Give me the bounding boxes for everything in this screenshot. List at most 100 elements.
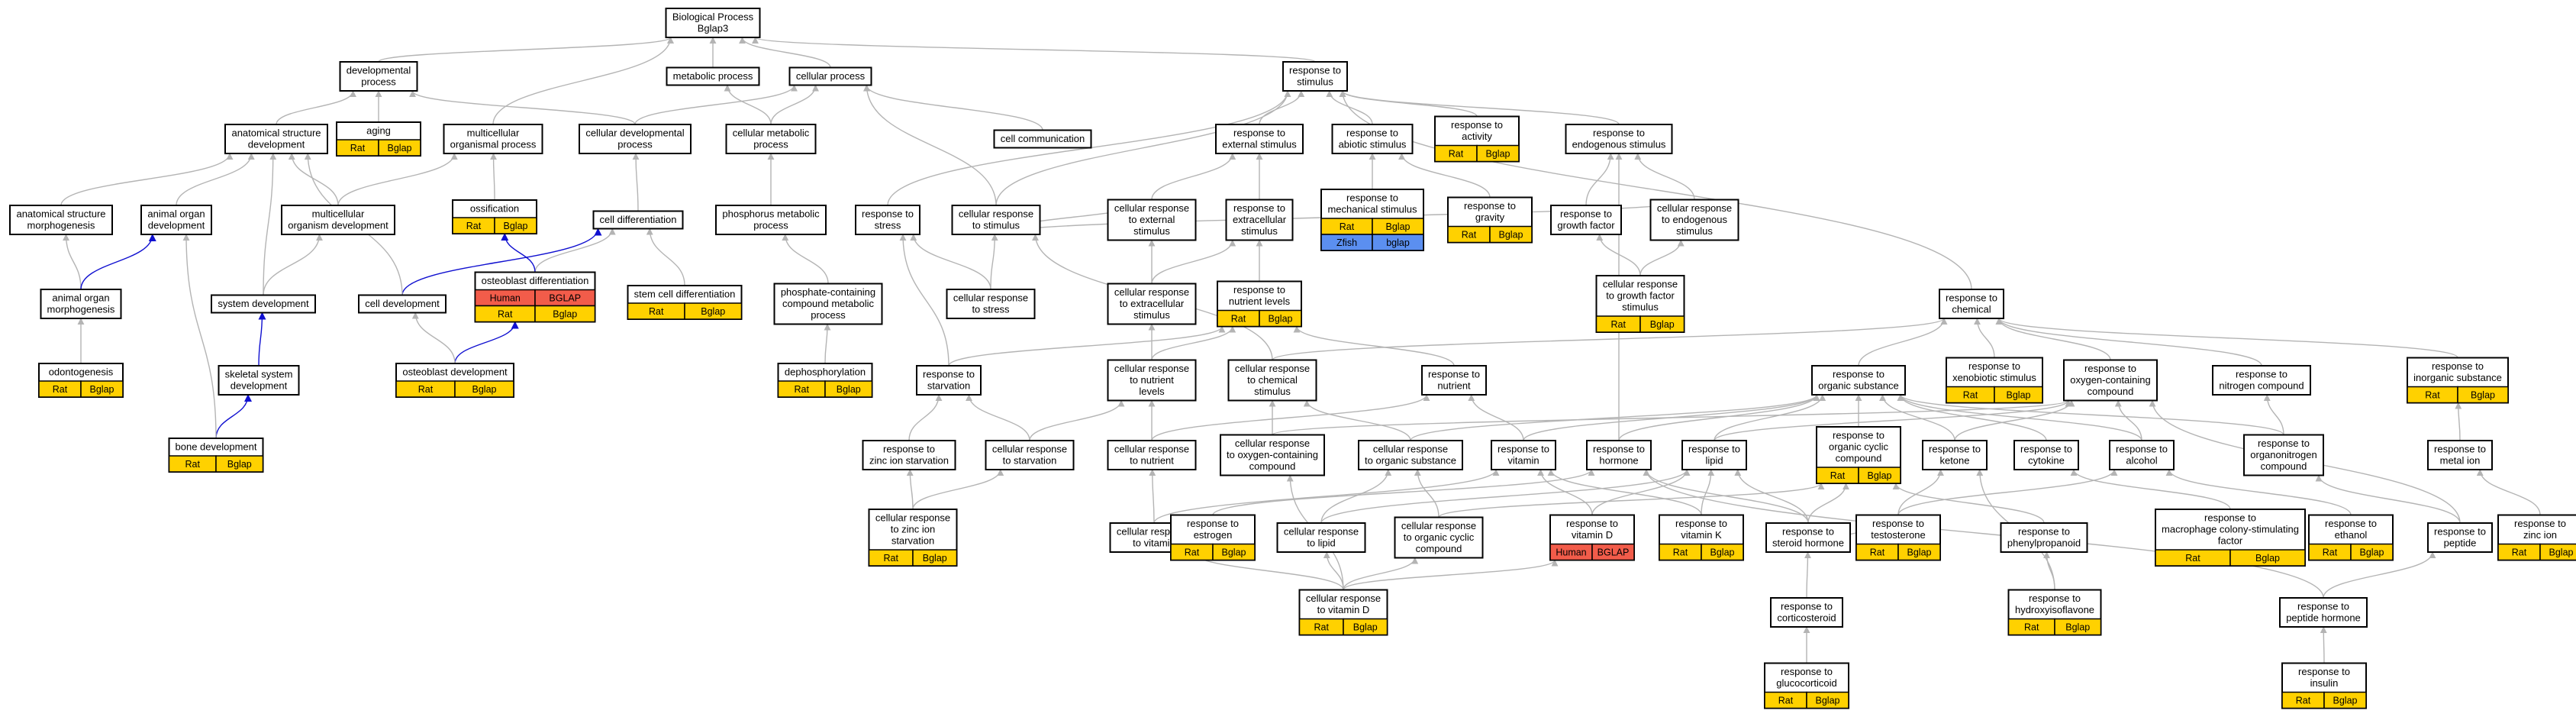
go-term-cc[interactable]: cell communication — [993, 129, 1092, 149]
go-term-cp[interactable]: cellular process — [788, 66, 872, 86]
go-term-sysd[interactable]: system development — [211, 294, 316, 314]
gene-symbol: Bglap — [2471, 390, 2495, 401]
term-label: insulin — [2310, 677, 2339, 689]
gene-symbol: BGLAP — [549, 293, 581, 304]
is-a-edge — [2476, 469, 2541, 515]
term-label: process — [361, 76, 396, 88]
term-label: aging — [366, 125, 391, 137]
term-label: estrogen — [1194, 529, 1233, 541]
is-a-edge — [2320, 626, 2327, 664]
species-label: Rat — [884, 553, 899, 564]
go-term-cdiff[interactable]: cell differentiation — [592, 210, 684, 230]
go-term-met[interactable]: metabolic process — [666, 66, 760, 86]
go-term-celldev[interactable]: cell development — [358, 294, 447, 314]
is-a-edge — [948, 325, 1226, 367]
term-label: ketone — [1939, 455, 1969, 467]
term-label: development — [231, 380, 288, 392]
